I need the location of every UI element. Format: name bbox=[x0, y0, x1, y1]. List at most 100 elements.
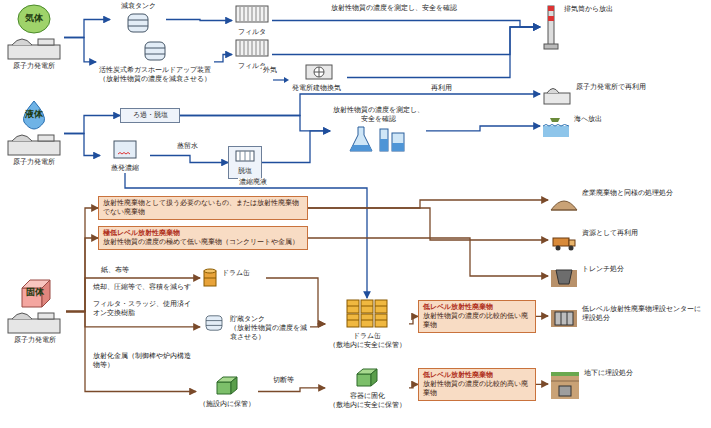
edge-label: 切断等 bbox=[272, 376, 295, 385]
icon-part bbox=[375, 300, 387, 313]
recyc-icon bbox=[550, 228, 578, 252]
flow-arrow bbox=[64, 20, 110, 38]
icon-part bbox=[319, 67, 320, 77]
node-text: 活性炭式希ガスホールドアップ装置 bbox=[96, 66, 214, 75]
trench-icon bbox=[550, 264, 578, 288]
icon-part bbox=[38, 313, 54, 319]
icon-part bbox=[256, 7, 257, 21]
flask-icon bbox=[348, 125, 408, 153]
air-arrow bbox=[273, 79, 284, 80]
sea-release: 海へ放出 bbox=[540, 112, 700, 140]
node-text: ろ過・脱塩 bbox=[123, 111, 177, 120]
node-text: 液体 bbox=[25, 109, 43, 121]
icon-part bbox=[8, 319, 60, 333]
pit-icon bbox=[550, 304, 578, 328]
power-plant: 原子力発電所液体 bbox=[4, 100, 64, 167]
icon-part bbox=[551, 381, 579, 382]
icon-part bbox=[380, 129, 388, 151]
node-text: 減衰タンク bbox=[110, 2, 166, 11]
icon-part bbox=[240, 41, 241, 55]
demineralizer: 脱塩 bbox=[228, 146, 262, 179]
icon-part bbox=[8, 141, 60, 155]
flow-arrow bbox=[536, 315, 548, 317]
solid-cube: 固体 bbox=[18, 278, 52, 308]
flow-arrow bbox=[64, 38, 96, 62]
icon-part bbox=[244, 41, 245, 55]
flow-arrow bbox=[64, 134, 100, 156]
icon-part bbox=[38, 39, 54, 45]
node-text: 放射性物質の濃度の比較的低い廃棄物 bbox=[423, 312, 531, 330]
edge-label: 紙、布等 bbox=[100, 266, 130, 275]
icon-part bbox=[256, 41, 257, 55]
drum-icon bbox=[202, 268, 218, 288]
icon-part bbox=[380, 139, 388, 151]
icon-part bbox=[551, 210, 577, 211]
facility-storage: （施設内に保管） bbox=[196, 374, 258, 409]
icon-part bbox=[264, 41, 265, 55]
icon-part bbox=[23, 101, 44, 129]
measure-check: 放射性物質の濃度を測定し、安全を確認 bbox=[330, 106, 426, 156]
icon-part bbox=[264, 7, 265, 21]
icon-part bbox=[206, 320, 222, 321]
icon-part bbox=[569, 240, 575, 246]
icon-part bbox=[361, 314, 373, 327]
node-text: 海へ放出 bbox=[574, 115, 700, 124]
node-text: 放射性物質の濃度の極めて低い廃棄物（コンクリートや金属） bbox=[103, 238, 303, 247]
drums-icon bbox=[345, 298, 389, 328]
node-text: （放射性物質の濃度を減衰させる） bbox=[230, 324, 310, 342]
node-text: 容器に固化 bbox=[325, 392, 409, 401]
icon-part bbox=[350, 145, 372, 151]
node-text: 資源として再利用 bbox=[582, 229, 706, 238]
icon-part bbox=[240, 7, 241, 21]
flow-arrow bbox=[166, 20, 232, 21]
flow-arrow bbox=[536, 383, 548, 385]
icon-part bbox=[548, 6, 554, 46]
pbld-icon bbox=[542, 82, 572, 106]
node-text: （敷地内に安全に保管） bbox=[325, 401, 409, 410]
flow-arrow bbox=[266, 278, 325, 324]
flow-arrow bbox=[64, 116, 120, 134]
node-text: 固体 bbox=[26, 287, 44, 299]
flow-arrow bbox=[347, 27, 540, 78]
flow-arrow bbox=[310, 324, 325, 327]
icon-part bbox=[357, 374, 371, 386]
icon-part bbox=[245, 151, 246, 161]
icon-part bbox=[248, 7, 249, 21]
icon-part bbox=[347, 306, 359, 307]
node-text: 原子力発電所で再利用 bbox=[576, 83, 700, 92]
node-text: 原子力発電所 bbox=[4, 336, 66, 345]
node-text: 発電所建物換気 bbox=[285, 84, 347, 93]
icon-part bbox=[38, 135, 54, 141]
flow-arrow bbox=[272, 21, 540, 28]
icon-part bbox=[128, 19, 148, 20]
node-text: 低レベル放射性廃棄物埋設センターに埋設処分 bbox=[582, 305, 706, 323]
icon-part bbox=[347, 300, 359, 313]
icon-part bbox=[561, 312, 562, 325]
low-level-band: 低レベル放射性廃棄物放射性物質の濃度の比較的低い廃棄物 bbox=[418, 300, 536, 333]
icon-part bbox=[544, 44, 558, 49]
icon-part bbox=[547, 89, 559, 94]
icon-part bbox=[392, 133, 404, 151]
gas-circle: 気体 bbox=[17, 4, 51, 34]
edge-label: 蒸留水 bbox=[176, 142, 199, 151]
node-text: 排気筒から放出 bbox=[564, 5, 700, 14]
icon-part bbox=[375, 306, 387, 307]
drum-storage: ドラム缶（敷地内に安全に保管） bbox=[325, 298, 409, 350]
gbox-icon bbox=[353, 366, 381, 388]
icon-part bbox=[204, 278, 216, 279]
node-text: 地下に埋設処分 bbox=[584, 369, 706, 378]
icon-part bbox=[244, 7, 245, 21]
node-text: 産業廃棄物と同様の処理処分 bbox=[582, 189, 706, 198]
ventilation: 発電所建物換気 bbox=[285, 62, 347, 93]
gbox-icon bbox=[213, 374, 241, 396]
very-low-band: 極低レベル放射性廃棄物放射性物質の濃度の極めて低い廃棄物（コンクリートや金属） bbox=[98, 226, 308, 250]
tank-icon bbox=[140, 40, 170, 62]
waste-icon bbox=[550, 188, 578, 212]
edge-label: 放射化金属（制御棒や炉内構造物等） bbox=[92, 352, 194, 370]
liquid-drop: 液体 bbox=[17, 100, 51, 130]
node-text: （敷地内に安全に保管） bbox=[325, 341, 409, 350]
flow-arrow bbox=[258, 388, 325, 392]
icon-part bbox=[12, 135, 32, 141]
flow-arrow bbox=[409, 316, 418, 324]
icon-part bbox=[559, 386, 571, 396]
